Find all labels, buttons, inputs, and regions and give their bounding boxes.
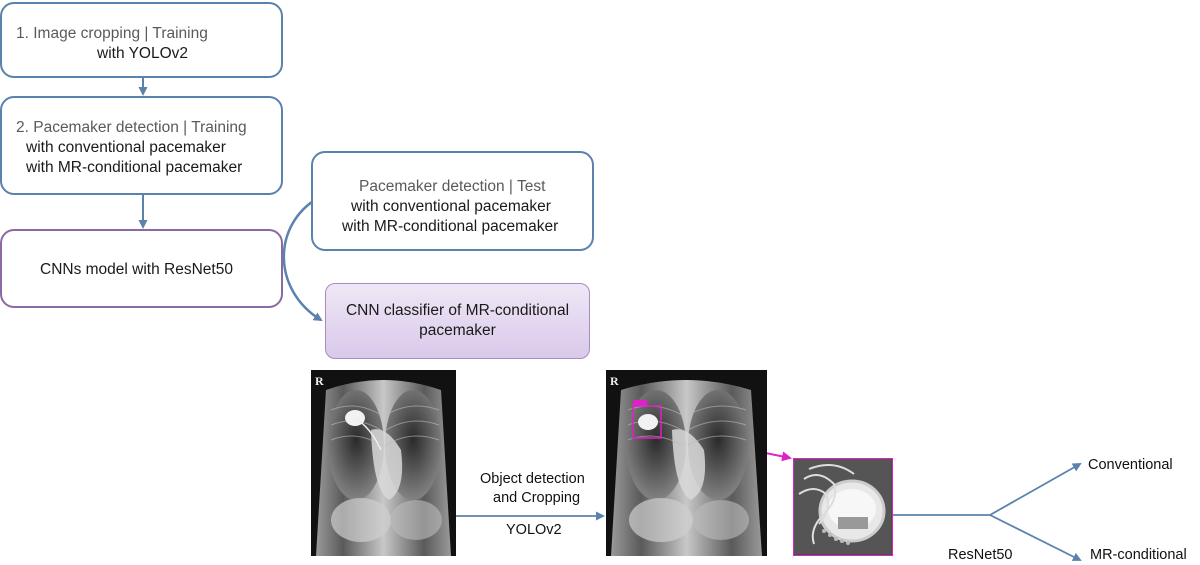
step2-line2: with conventional pacemaker [26, 139, 226, 156]
step2-line1: 2. Pacemaker detection | Training [16, 119, 247, 136]
step2-line3: with MR-conditional pacemaker [26, 159, 243, 176]
test-line2: with conventional pacemaker [351, 198, 551, 215]
chest-xray-detected-graphic [606, 370, 767, 556]
arrow-to-mr-conditional [989, 514, 1082, 561]
classifier-box: CNN classifier of MR-conditional pacemak… [325, 283, 590, 359]
detection-label-line1: Object detection [480, 471, 585, 487]
chest-xray-original: R [311, 370, 456, 556]
detector-label: YOLOv2 [506, 522, 562, 538]
output-conventional: Conventional [1088, 457, 1173, 473]
step2-box: 2. Pacemaker detection | Training with c… [0, 96, 283, 195]
step3-box: CNNs model with ResNet50 [0, 229, 283, 308]
pacemaker-graphic [794, 459, 891, 554]
test-line3: with MR-conditional pacemaker [342, 218, 559, 235]
chest-xray-original-graphic [311, 370, 456, 556]
step1-line2: with YOLOv2 [97, 45, 189, 62]
model-label: ResNet50 [948, 547, 1013, 563]
step1-box: 1. Image cropping | Training with YOLOv2 [0, 2, 283, 78]
arrow-to-conventional [989, 463, 1082, 516]
classifier-line2: pacemaker [419, 322, 496, 339]
cropped-pacemaker-image [793, 458, 893, 556]
test-line1: Pacemaker detection | Test [359, 178, 546, 195]
classifier-line1: CNN classifier of MR-conditional [345, 302, 570, 319]
detection-label-line2: and Cropping [493, 490, 581, 506]
output-mr-conditional: MR-conditional [1090, 547, 1187, 563]
test-box: Pacemaker detection | Test with conventi… [311, 151, 594, 251]
xray-side-marker: R [315, 374, 324, 388]
xray-side-marker-2: R [610, 374, 619, 388]
step3-label: CNNs model with ResNet50 [40, 261, 233, 278]
chest-xray-detected: R [606, 370, 767, 556]
detection-label-tag [633, 400, 647, 406]
step1-line1: 1. Image cropping | Training [16, 25, 208, 42]
curve-connector [282, 196, 323, 322]
